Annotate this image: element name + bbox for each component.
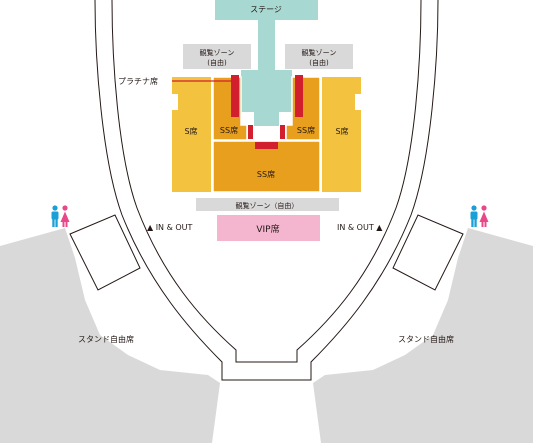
- stand-right-label: スタンド自由席: [398, 334, 454, 344]
- ss-seat-right-label: SS席: [297, 125, 315, 135]
- vip-seat[interactable]: [217, 215, 320, 241]
- stand-entrance-left: [69, 214, 141, 291]
- male-icon: [51, 205, 59, 227]
- stage[interactable]: [215, 0, 318, 126]
- s-seat-left-label: S席: [184, 126, 197, 136]
- female-icon: [479, 205, 489, 227]
- stage-label: ステージ: [250, 5, 282, 14]
- platinum-seat-left[interactable]: [231, 75, 239, 117]
- s-seat-right[interactable]: [322, 77, 361, 192]
- s-seat-left[interactable]: [172, 77, 211, 192]
- male-icon: [470, 205, 478, 227]
- restroom-icon-left: [51, 205, 70, 227]
- view-zone-left[interactable]: [183, 44, 251, 69]
- platinum-seat-center[interactable]: [255, 142, 278, 149]
- arena-wall-outer: [94, 0, 439, 381]
- restroom-icon-right: [470, 205, 489, 227]
- platinum-seat-right-small[interactable]: [280, 125, 285, 139]
- ss-seat-left-label: SS席: [220, 125, 238, 135]
- view-zone-center[interactable]: [196, 198, 339, 211]
- female-icon: [60, 205, 70, 227]
- stand-entrance-right: [392, 214, 464, 291]
- in-out-right-label: IN & OUT ▲: [337, 223, 383, 232]
- arena-wall-inner: [111, 0, 422, 363]
- ss-seat-center[interactable]: [212, 140, 321, 193]
- platinum-seat-right[interactable]: [295, 75, 303, 117]
- view-zone-left-label-2: (自由): [207, 58, 227, 67]
- stand-left-label: スタンド自由席: [78, 334, 134, 344]
- view-zone-left-label-1: 観覧ゾーン: [200, 48, 235, 57]
- view-zone-right-label-2: (自由): [309, 58, 329, 67]
- view-zone-center-label: 観覧ゾーン（自由）: [236, 201, 299, 210]
- view-zone-right[interactable]: [285, 44, 353, 69]
- ss-seat-center-label: SS席: [257, 169, 275, 179]
- s-seat-right-label: S席: [335, 126, 348, 136]
- view-zone-right-label-1: 観覧ゾーン: [302, 48, 337, 57]
- platinum-label: プラチナ席: [118, 76, 158, 86]
- platinum-seat-left-small[interactable]: [248, 125, 253, 139]
- in-out-left-label: ▲ IN & OUT: [147, 223, 193, 232]
- vip-label: VIP席: [256, 223, 279, 235]
- stand-area-right[interactable]: [313, 228, 533, 443]
- stand-area-left[interactable]: [0, 228, 220, 443]
